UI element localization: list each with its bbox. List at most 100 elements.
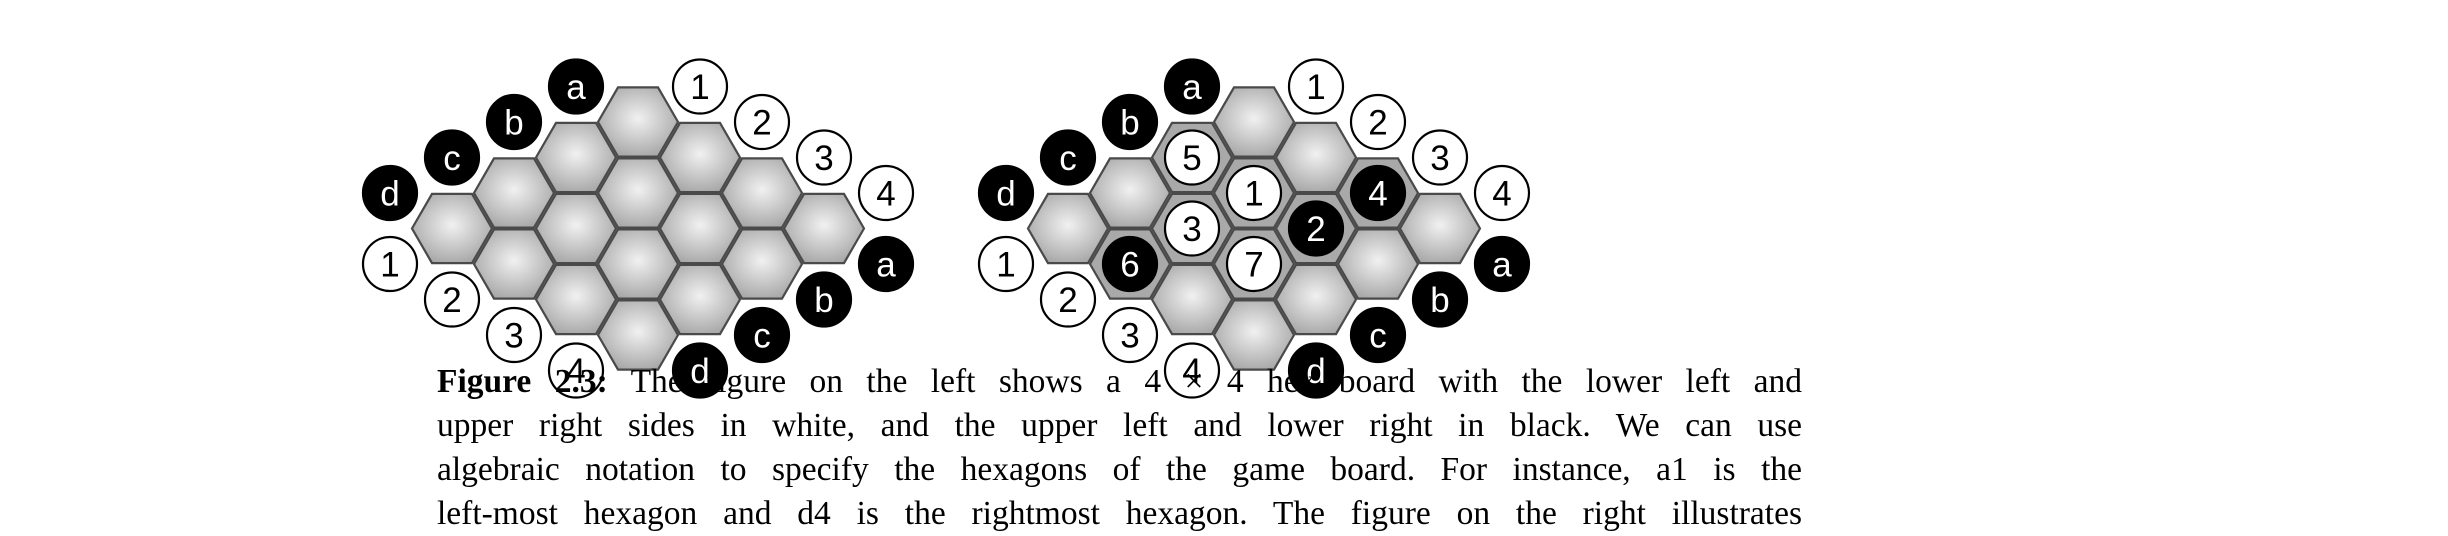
edge-lr-a: a <box>857 235 915 293</box>
edge-ul-d: d <box>361 164 419 222</box>
move-6-d2-text: 6 <box>1120 246 1139 285</box>
edge-ll-3-text: 3 <box>1120 317 1139 356</box>
move-5-b1: 5 <box>1163 129 1221 186</box>
edge-ll-3-disc <box>1101 306 1159 364</box>
edge-lr-b-text: b <box>1430 281 1449 320</box>
hex-cell-c4 <box>1274 263 1358 336</box>
hex-cell-a2 <box>658 121 742 194</box>
edge-ll-3-text: 3 <box>504 317 523 356</box>
hex-cell-b4 <box>1336 228 1420 300</box>
caption-line-1: Figure 2.3: The figure on the left shows… <box>437 360 1802 404</box>
edge-ur-2-text: 2 <box>752 104 771 143</box>
edge-ur-4: 4 <box>1473 164 1531 222</box>
edge-ul-c: c <box>1039 129 1097 186</box>
caption-line-3: algebraic notation to specify the hexago… <box>437 451 1802 488</box>
hex-cell-d1 <box>1026 192 1110 265</box>
hex-cell-c1 <box>472 157 556 229</box>
edge-ul-c-disc <box>1039 129 1097 186</box>
edge-ll-4: 4 <box>1163 342 1221 399</box>
edge-ur-1-disc <box>671 58 729 115</box>
edge-ur-2-disc <box>733 93 791 151</box>
edge-ul-b: b <box>485 93 543 151</box>
edge-ll-3-disc <box>485 306 543 364</box>
edge-ul-d: d <box>977 164 1035 222</box>
edge-lr-d-text: d <box>690 352 709 391</box>
edge-lr-b-disc <box>1411 271 1469 328</box>
edge-ur-1: 1 <box>671 58 729 115</box>
edge-ur-4-text: 4 <box>1492 175 1511 214</box>
edge-ul-a-text: a <box>1182 68 1202 107</box>
edge-ul-a: a <box>547 58 605 115</box>
move-1-b2: 1 <box>1225 164 1283 222</box>
hex-cell-a3 <box>720 157 804 229</box>
hex-cell-b2 <box>596 157 680 229</box>
edge-lr-d-disc <box>1287 342 1345 399</box>
edge-ur-1: 1 <box>1287 58 1345 115</box>
edge-ur-4-disc <box>1473 164 1531 222</box>
edge-ll-3: 3 <box>485 306 543 364</box>
move-7-c3: 7 <box>1225 235 1283 293</box>
caption-line-4: left-most hexagon and d4 is the rightmos… <box>437 495 1802 532</box>
hex-cell-d3 <box>1150 263 1234 336</box>
edge-ur-4-text: 4 <box>876 175 895 214</box>
edge-ll-1-disc <box>361 235 419 293</box>
move-3-c2: 3 <box>1163 200 1221 257</box>
edge-ll-2: 2 <box>423 271 481 328</box>
edge-ur-3-disc <box>795 129 853 186</box>
move-7-c3-disc <box>1225 235 1283 293</box>
move-3-c2-text: 3 <box>1182 210 1201 249</box>
hex-cell-d1 <box>410 192 494 265</box>
hex-cell-a4 <box>1398 192 1482 265</box>
edge-lr-c: c <box>1349 306 1407 364</box>
edge-ul-d-text: d <box>380 175 399 214</box>
edge-ur-1-text: 1 <box>1306 68 1325 107</box>
move-6-d2: 6 <box>1101 235 1159 293</box>
hex-cell-a2 <box>1274 121 1358 194</box>
edge-lr-d-disc <box>671 342 729 399</box>
edge-ul-d-disc <box>977 164 1035 222</box>
move-4-a3: 4 <box>1349 164 1407 222</box>
edge-ll-2-disc <box>423 271 481 328</box>
edge-ul-a: a <box>1163 58 1221 115</box>
edge-lr-d: d <box>671 342 729 399</box>
edge-ur-2: 2 <box>1349 93 1407 151</box>
edge-ur-4: 4 <box>857 164 915 222</box>
edge-ll-2-text: 2 <box>442 281 461 320</box>
figure-caption: Figure 2.3: The figure on the left shows… <box>437 360 1802 536</box>
hex-cell-a4 <box>782 192 866 265</box>
edge-lr-a-disc <box>1473 235 1531 293</box>
edge-ll-4-disc <box>547 342 605 399</box>
edge-lr-b: b <box>1411 271 1469 328</box>
edge-ul-a-text: a <box>566 68 586 107</box>
edge-ul-a-disc <box>1163 58 1221 115</box>
edge-ll-3: 3 <box>1101 306 1159 364</box>
edge-ul-d-disc <box>361 164 419 222</box>
edge-ur-3-disc <box>1411 129 1469 186</box>
edge-ur-3: 3 <box>795 129 853 186</box>
edge-lr-b-disc <box>795 271 853 328</box>
edge-ul-c-disc <box>423 129 481 186</box>
hex-cell-c2 <box>534 192 618 265</box>
edge-ll-2: 2 <box>1039 271 1097 328</box>
edge-ur-2: 2 <box>733 93 791 151</box>
hex-cell-d3 <box>534 263 618 336</box>
edge-ll-4: 4 <box>547 342 605 399</box>
edge-ul-b-text: b <box>1120 104 1139 143</box>
edge-ur-3-text: 3 <box>814 139 833 178</box>
edge-ul-b: b <box>1101 93 1159 151</box>
hex-cell-a1 <box>1212 86 1296 158</box>
edge-ll-4-text: 4 <box>1182 352 1201 391</box>
hex-cell-b1 <box>534 121 618 194</box>
edge-ll-1: 1 <box>361 235 419 293</box>
edge-ul-d-text: d <box>996 175 1015 214</box>
edge-lr-c: c <box>733 306 791 364</box>
move-6-d2-disc <box>1101 235 1159 293</box>
move-1-b2-disc <box>1225 164 1283 222</box>
edge-lr-a-text: a <box>1492 246 1512 285</box>
edge-ll-1-disc <box>977 235 1035 293</box>
caption-line-2: upper right sides in white, and the uppe… <box>437 407 1802 444</box>
